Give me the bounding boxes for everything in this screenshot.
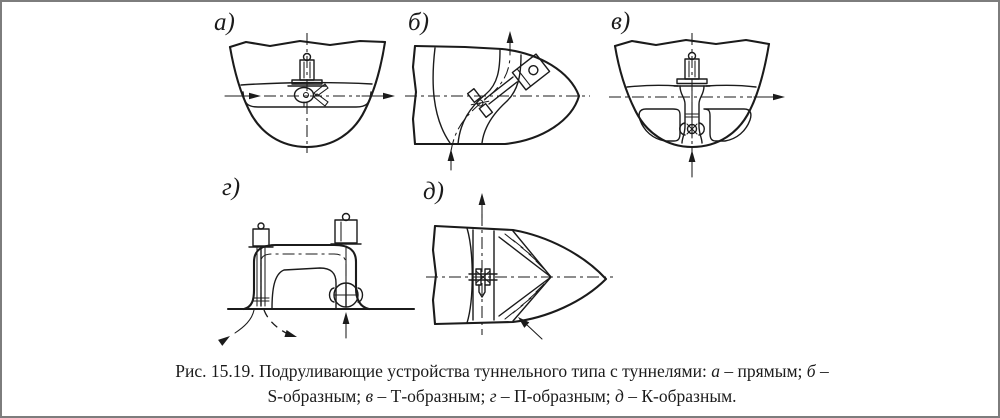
hull-outline [431, 224, 608, 326]
thruster-motor [511, 53, 551, 91]
centerline-tunnel [450, 56, 511, 152]
flow-arrow-right [753, 93, 785, 101]
outflow-arrow-solid [218, 309, 255, 346]
flow-arrow-bottom [447, 149, 455, 171]
duct-outline [242, 243, 371, 311]
figure-v-drawing [608, 30, 793, 182]
figure-d-label: д) [423, 178, 444, 205]
thruster-motor [287, 52, 327, 87]
hull-frame-line [432, 47, 451, 144]
figure-b-drawing [405, 27, 595, 177]
flow-arrow-left [224, 92, 261, 100]
figure-d-drawing [425, 190, 620, 358]
flow-arrow-bottom [688, 150, 696, 178]
hull-pockets [638, 108, 752, 142]
left-motor [248, 222, 274, 248]
figure-g-drawing [218, 210, 422, 352]
right-propeller-pod [328, 245, 364, 308]
outflow-arrow-dashed [263, 309, 297, 338]
hatching-lower [504, 283, 545, 320]
propeller [679, 122, 705, 136]
figure-a-label: а) [214, 9, 235, 36]
hull-outline [613, 38, 771, 149]
s-tunnel-walls [457, 49, 522, 145]
flow-arrow-top [478, 193, 486, 219]
right-motor [330, 212, 362, 245]
figure-a-drawing [224, 30, 404, 165]
figure-caption: Рис. 15.19. Подруливающие устройства тун… [175, 361, 829, 407]
thruster-motor [673, 51, 711, 87]
figure-g-label: г) [222, 174, 241, 201]
k-channel-walls [498, 230, 552, 322]
figure-b-label: б) [408, 9, 429, 36]
drive-shaft [484, 76, 518, 105]
hatching-upper [504, 233, 545, 270]
hull-frame-line [466, 227, 473, 324]
inflow-arrow-up [342, 312, 350, 339]
hull-outline [228, 39, 387, 149]
centerline-duct [260, 253, 347, 305]
flow-arrow-diagonal [518, 317, 543, 340]
flow-arrow-top [506, 31, 514, 56]
hull-outline [411, 44, 581, 146]
flow-arrow-right [361, 92, 395, 100]
propeller-unit [468, 268, 498, 298]
vertical-housing [679, 85, 705, 144]
figure-v-label: в) [611, 8, 631, 35]
vertical-channel-walls [472, 229, 495, 321]
propeller [466, 88, 494, 118]
propeller-pod [293, 83, 329, 108]
